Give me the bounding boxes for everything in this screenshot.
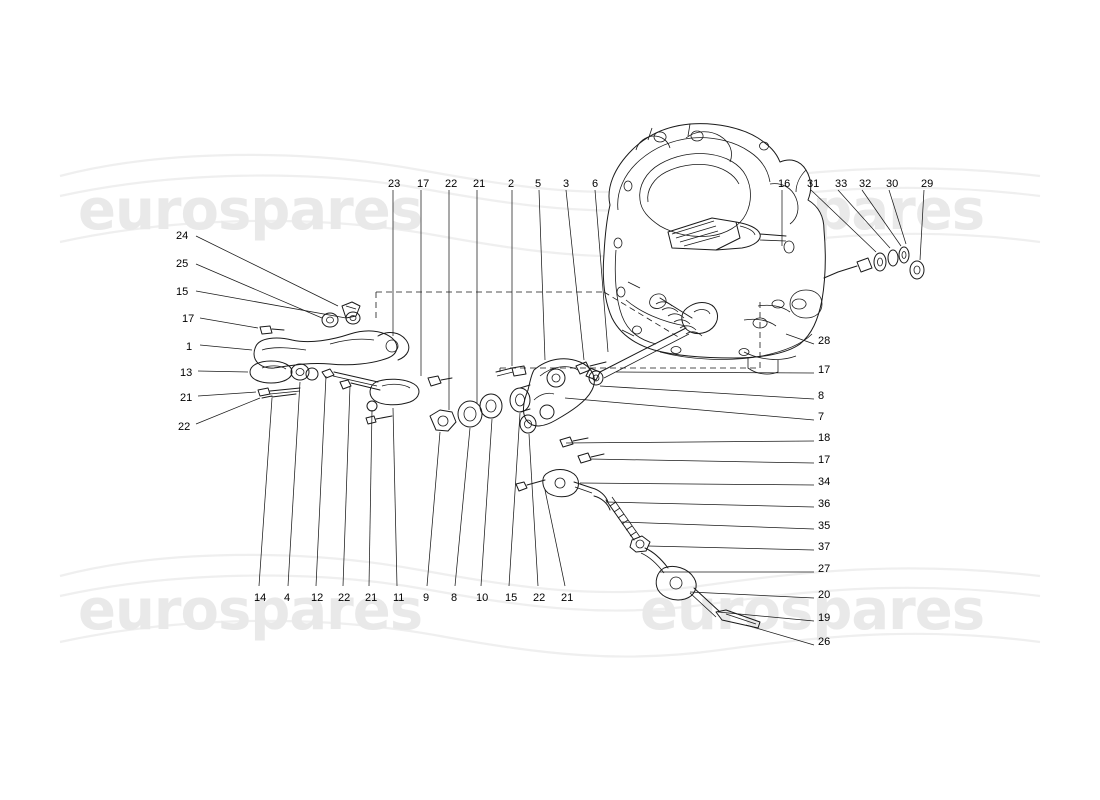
callout-number: 36 — [818, 498, 831, 510]
right-fastener-stack — [823, 246, 925, 280]
callout-number: 21 — [561, 592, 574, 604]
callout-number: 1 — [186, 341, 193, 353]
callout-number: 2 — [508, 178, 515, 190]
callout-number: 32 — [859, 178, 872, 190]
callout-number: 5 — [535, 178, 542, 190]
callout-number: 21 — [473, 178, 486, 190]
callout-number: 8 — [451, 592, 458, 604]
callout-number: 17 — [417, 178, 430, 190]
bell-crank-assembly — [429, 358, 607, 492]
callout-number: 25 — [176, 258, 189, 270]
callout-number: 31 — [807, 178, 820, 190]
callout-number: 9 — [423, 592, 430, 604]
callout-number: 15 — [176, 286, 189, 298]
callout-number: 13 — [180, 367, 193, 379]
reference-outline — [375, 291, 761, 372]
callout-number: 22 — [338, 592, 351, 604]
callout-number: 22 — [178, 421, 191, 433]
callout-number: 14 — [254, 592, 267, 604]
callout-number: 34 — [818, 476, 831, 488]
callout-number: 37 — [818, 541, 831, 553]
callout-number: 6 — [592, 178, 599, 190]
callout-number: 22 — [445, 178, 458, 190]
callout-number: 12 — [311, 592, 324, 604]
callout-number: 27 — [818, 563, 831, 575]
callout-number: 19 — [818, 612, 831, 624]
callout-number: 8 — [818, 390, 825, 402]
callout-number: 22 — [533, 592, 546, 604]
callout-number: 3 — [563, 178, 570, 190]
release-bearing-and-fork — [585, 293, 719, 381]
callout-number: 20 — [818, 589, 831, 601]
callout-number: 23 — [388, 178, 401, 190]
callout-number: 21 — [365, 592, 378, 604]
callout-number: 28 — [818, 335, 831, 347]
callout-number: 26 — [818, 636, 831, 648]
callout-number: 21 — [180, 392, 193, 404]
callout-number: 30 — [886, 178, 899, 190]
lower-link-assembly — [542, 469, 761, 629]
callout-number: 17 — [818, 454, 831, 466]
callout-number: 29 — [921, 178, 934, 190]
leader-lines-bottom — [258, 375, 566, 587]
left-lever-assembly — [249, 301, 453, 425]
callout-number: 17 — [818, 364, 831, 376]
callout-number: 24 — [176, 230, 189, 242]
callout-number: 35 — [818, 520, 831, 532]
callout-number: 18 — [818, 432, 831, 444]
callout-number: 10 — [476, 592, 489, 604]
callout-number: 16 — [778, 178, 791, 190]
callout-number: 15 — [505, 592, 518, 604]
callout-number: 11 — [393, 592, 405, 604]
callout-number: 7 — [818, 411, 825, 423]
callout-number: 33 — [835, 178, 848, 190]
callout-number: 4 — [284, 592, 291, 604]
callout-number: 17 — [182, 313, 195, 325]
leader-lines-right — [564, 333, 815, 646]
leader-lines-left — [195, 235, 347, 425]
